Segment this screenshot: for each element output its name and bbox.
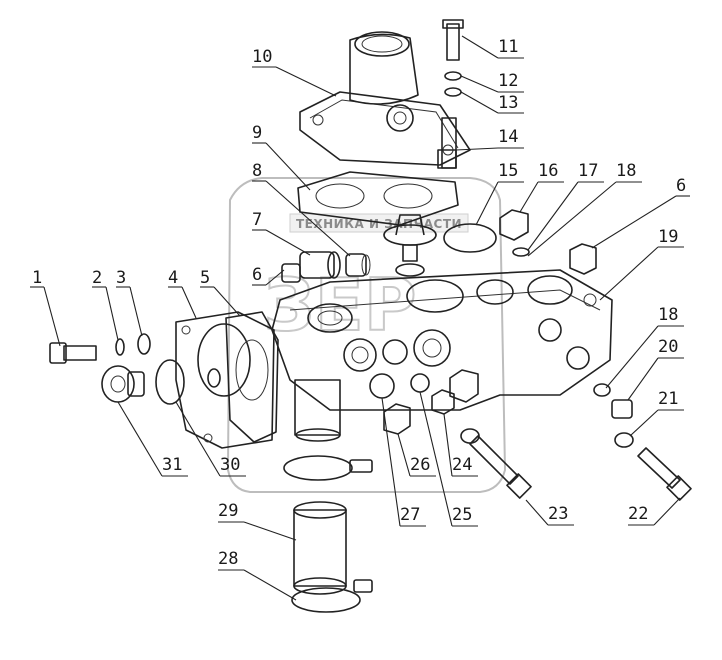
part-3-washer [137,333,151,355]
part-28-clamp-lower [291,579,373,613]
callouts: 1 2 3 4 5 6 6 7 8 9 [30,35,690,601]
part-2-washer [115,338,125,356]
callout-5: 5 [200,268,210,288]
callout-2: 2 [92,268,102,288]
part-body-main-housing [271,269,613,411]
callout-22: 22 [628,504,648,524]
part-12-washer [444,71,462,81]
part-28-clamp-upper [283,455,373,481]
callout-3: 3 [116,268,126,288]
callout-4: 4 [168,268,178,288]
callout-11: 11 [498,37,518,57]
callout-14: 14 [498,127,518,147]
part-outlet-pipe [294,379,341,442]
part-22-bolt [637,447,692,501]
callout-23: 23 [548,504,568,524]
callout-29: 29 [218,501,238,521]
part-26-plug [383,403,411,435]
callout-28: 28 [218,549,238,569]
callout-30: 30 [220,455,240,475]
part-14-spacer [437,117,457,169]
part-10-housing-cover [299,31,471,166]
callout-6-left: 6 [252,265,262,285]
part-21-washer [614,432,634,448]
part-24-plug [431,389,455,415]
part-24-plug-b [449,369,479,403]
part-25-plug [410,373,430,393]
callout-13: 13 [498,93,518,113]
part-15-seal-ring [443,223,497,253]
part-17-washer [512,247,530,257]
callout-20: 20 [658,337,678,357]
part-5-gasket [225,311,279,443]
callout-18-lower: 18 [658,305,678,325]
part-29-hose [293,501,347,595]
callout-1: 1 [32,268,42,288]
part-6-plug-right [569,243,597,275]
callout-17: 17 [578,161,598,181]
callout-26: 26 [410,455,430,475]
callout-9: 9 [252,123,262,143]
callout-6-right: 6 [676,176,686,196]
callout-18-upper: 18 [616,161,636,181]
part-23-washer [460,428,480,444]
callout-31: 31 [162,455,182,475]
callout-12: 12 [498,71,518,91]
part-18-washer-lower [593,383,611,397]
part-31-plug [101,365,145,403]
part-6-plug-left [281,263,301,283]
callout-19: 19 [658,227,678,247]
part-11-bolt [442,19,464,61]
part-23-bolt [469,435,532,499]
part-30-oring-small [207,368,221,388]
part-13-washer [444,87,462,97]
part-30-ring [155,359,185,405]
callout-16: 16 [538,161,558,181]
callout-21: 21 [658,389,678,409]
callout-10: 10 [252,47,272,67]
part-16-plug [499,209,529,241]
callout-24: 24 [452,455,472,475]
part-27-plug [369,373,395,399]
callout-8: 8 [252,161,262,181]
watermark-text: ТЕХНИКА И ЗАПЧАСТИ [296,217,462,231]
part-15-thermostat [383,214,437,277]
callout-15: 15 [498,161,518,181]
callout-27: 27 [400,505,420,525]
part-20-spacer [611,399,633,419]
callout-7: 7 [252,210,262,230]
part-1-bolt [49,342,97,364]
part-8-fitting [345,253,371,277]
callout-25: 25 [452,505,472,525]
watermark-frame [226,177,507,493]
